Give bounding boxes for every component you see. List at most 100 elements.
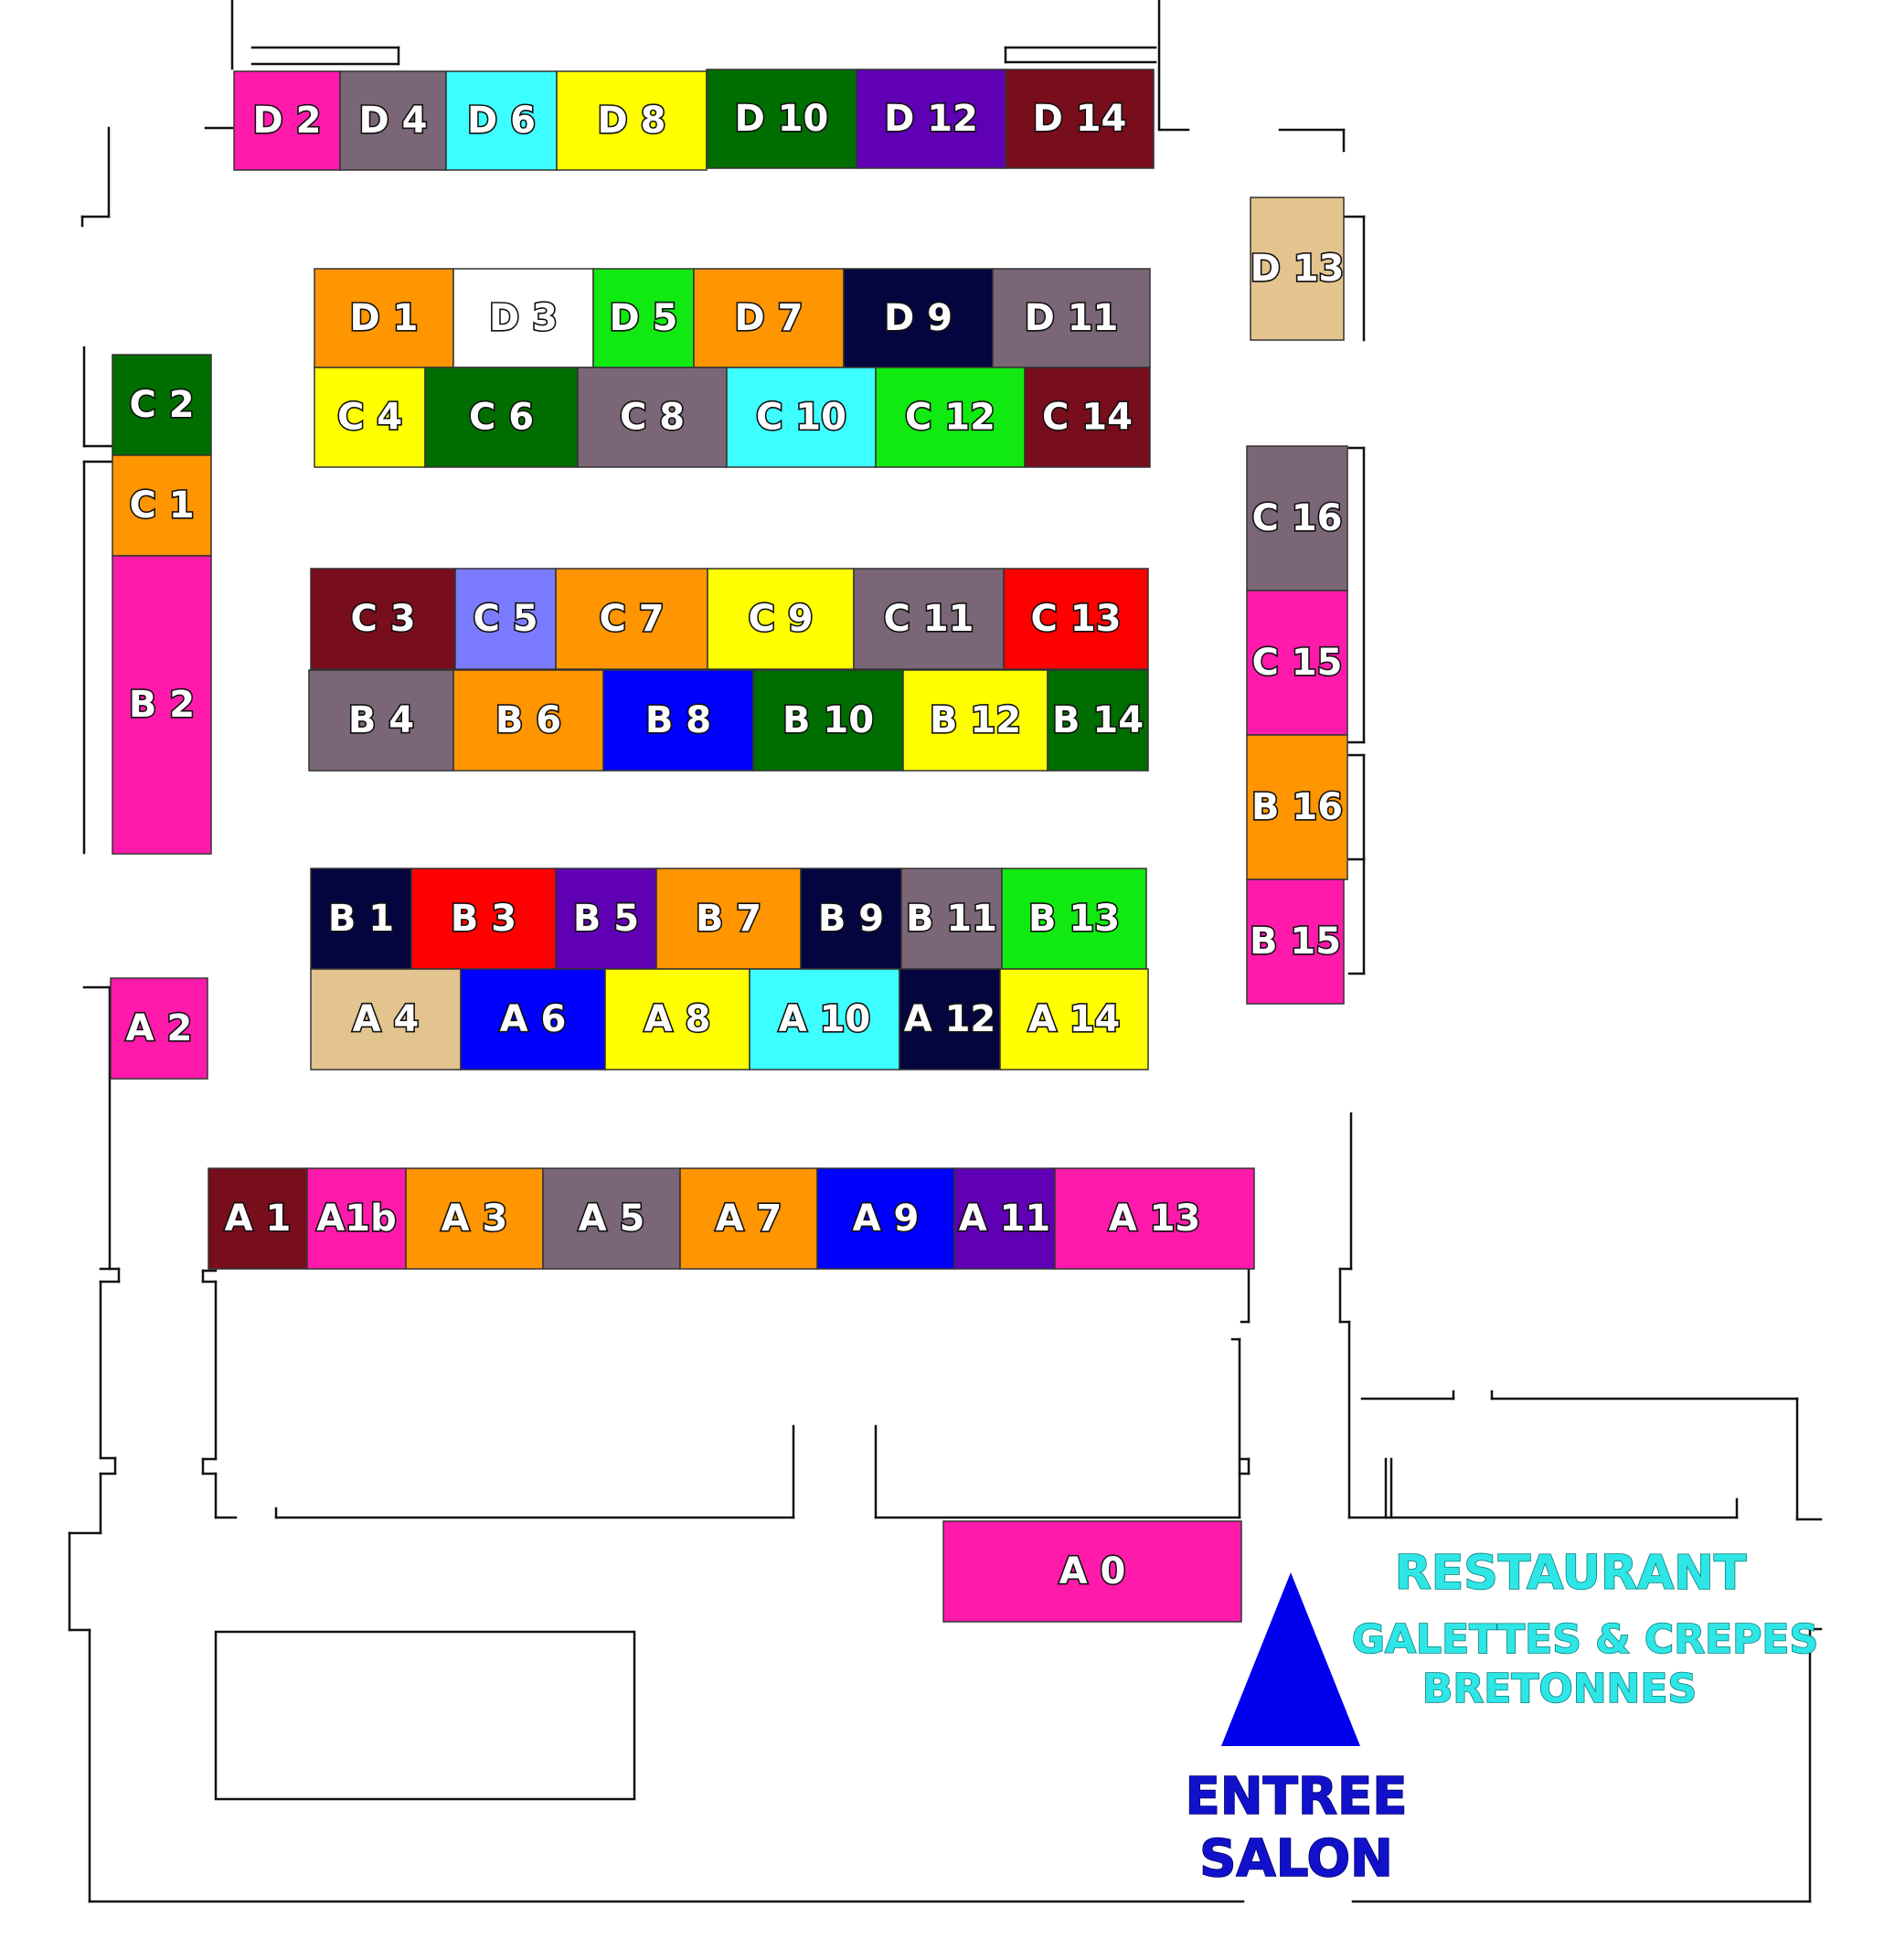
booth-a2[interactable]: A 2 [110, 977, 208, 1080]
booth-c11[interactable]: C 11 [853, 568, 1005, 670]
booth-box-a10[interactable] [749, 968, 900, 1071]
booth-box-a11[interactable] [953, 1167, 1056, 1270]
booth-a13[interactable]: A 13 [1054, 1167, 1255, 1270]
booth-b8[interactable]: B 8 [602, 669, 754, 772]
booth-b1[interactable]: B 1 [310, 868, 412, 970]
booth-box-a14[interactable] [999, 968, 1149, 1071]
booth-b16[interactable]: B 16 [1246, 734, 1348, 880]
booth-box-b3[interactable] [410, 868, 557, 970]
booth-box-d7[interactable] [693, 268, 845, 368]
booth-d11[interactable]: D 11 [992, 268, 1151, 368]
booth-box-c5[interactable] [454, 568, 557, 670]
booth-box-a1b[interactable] [306, 1167, 407, 1270]
booth-c1[interactable]: C 1 [112, 454, 212, 557]
booth-d5[interactable]: D 5 [592, 268, 695, 368]
booth-box-d5[interactable] [592, 268, 695, 368]
booth-c3[interactable]: C 3 [310, 568, 456, 670]
booth-c15[interactable]: C 15 [1246, 590, 1348, 736]
booth-d12[interactable]: D 12 [856, 69, 1006, 169]
booth-box-d10[interactable] [706, 69, 857, 169]
booth-d13[interactable]: D 13 [1249, 197, 1346, 341]
booth-box-d4[interactable] [339, 70, 447, 171]
booth-a12[interactable]: A 12 [899, 968, 1001, 1071]
booth-b14[interactable]: B 14 [1047, 669, 1149, 772]
booth-box-c8[interactable] [577, 367, 728, 468]
booth-d4[interactable]: D 4 [339, 70, 447, 171]
booth-box-b6[interactable] [452, 669, 604, 772]
booth-box-d6[interactable] [445, 70, 558, 171]
booth-c10[interactable]: C 10 [726, 367, 877, 468]
booth-b13[interactable]: B 13 [1001, 868, 1147, 970]
booth-box-a3[interactable] [405, 1167, 544, 1270]
booth-box-b8[interactable] [602, 669, 754, 772]
booth-box-c7[interactable] [555, 568, 708, 670]
booth-c8[interactable]: C 8 [577, 367, 728, 468]
booth-a0[interactable]: A 0 [942, 1520, 1242, 1623]
booth-b15[interactable]: B 15 [1246, 879, 1345, 1005]
booth-a5[interactable]: A 5 [542, 1167, 681, 1270]
booth-box-a2[interactable] [110, 977, 208, 1080]
booth-a9[interactable]: A 9 [816, 1167, 955, 1270]
booth-c14[interactable]: C 14 [1024, 367, 1151, 468]
booth-b6[interactable]: B 6 [452, 669, 604, 772]
booth-box-a4[interactable] [310, 968, 462, 1071]
booth-box-d11[interactable] [992, 268, 1151, 368]
booth-c2[interactable]: C 2 [112, 354, 212, 456]
booth-b2[interactable]: B 2 [112, 555, 212, 855]
booth-c12[interactable]: C 12 [875, 367, 1026, 468]
booth-a6[interactable]: A 6 [460, 968, 606, 1071]
booth-c13[interactable]: C 13 [1003, 568, 1149, 670]
booth-box-c12[interactable] [875, 367, 1026, 468]
booth-a4[interactable]: A 4 [310, 968, 462, 1071]
booth-box-d8[interactable] [556, 70, 708, 171]
booth-box-d13[interactable] [1250, 197, 1345, 341]
booth-box-b1[interactable] [310, 868, 412, 970]
booth-box-c15[interactable] [1246, 590, 1348, 736]
booth-box-b11[interactable] [900, 868, 1003, 970]
booth-d1[interactable]: D 1 [314, 268, 454, 368]
booth-box-a6[interactable] [460, 968, 606, 1071]
booth-b12[interactable]: B 12 [902, 669, 1048, 772]
booth-b7[interactable]: B 7 [655, 868, 802, 970]
booth-b3[interactable]: B 3 [410, 868, 557, 970]
booth-a7[interactable]: A 7 [679, 1167, 818, 1270]
booth-a11[interactable]: A 11 [953, 1167, 1056, 1270]
booth-box-b12[interactable] [902, 669, 1048, 772]
booth-box-c14[interactable] [1024, 367, 1151, 468]
booth-c16[interactable]: C 16 [1246, 445, 1348, 591]
booth-a8[interactable]: A 8 [604, 968, 750, 1071]
booth-box-b14[interactable] [1047, 669, 1149, 772]
booth-d10[interactable]: D 10 [706, 69, 857, 169]
booth-b10[interactable]: B 10 [752, 669, 904, 772]
booth-box-c16[interactable] [1246, 445, 1348, 591]
booth-b5[interactable]: B 5 [555, 868, 657, 970]
booth-box-a8[interactable] [604, 968, 750, 1071]
booth-box-d14[interactable] [1005, 69, 1155, 169]
booth-d2[interactable]: D 2 [233, 70, 341, 171]
booth-d8[interactable]: D 8 [556, 70, 708, 171]
booth-box-a13[interactable] [1054, 1167, 1255, 1270]
booth-b4[interactable]: B 4 [308, 669, 454, 772]
booth-box-b13[interactable] [1001, 868, 1147, 970]
booth-box-b2[interactable] [112, 555, 212, 855]
booth-box-c2[interactable] [112, 354, 212, 456]
booth-a3[interactable]: A 3 [405, 1167, 544, 1270]
booth-c4[interactable]: C 4 [314, 367, 426, 468]
booth-d3[interactable]: D 3 [452, 268, 594, 368]
booth-d7[interactable]: D 7 [693, 268, 845, 368]
booth-c9[interactable]: C 9 [707, 568, 855, 670]
booth-box-c1[interactable] [112, 454, 212, 557]
booth-box-b15[interactable] [1246, 879, 1345, 1005]
booth-c7[interactable]: C 7 [555, 568, 708, 670]
booth-c5[interactable]: C 5 [454, 568, 557, 670]
booth-b11[interactable]: B 11 [900, 868, 1003, 970]
booth-a1b[interactable]: A1b [306, 1167, 407, 1270]
booth-d6[interactable]: D 6 [445, 70, 558, 171]
booth-box-a7[interactable] [679, 1167, 818, 1270]
booth-box-b10[interactable] [752, 669, 904, 772]
booth-box-a9[interactable] [816, 1167, 955, 1270]
booth-a1[interactable]: A 1 [208, 1167, 308, 1270]
booth-box-d2[interactable] [233, 70, 341, 171]
booth-box-c6[interactable] [424, 367, 579, 468]
booth-box-b16[interactable] [1246, 734, 1348, 880]
